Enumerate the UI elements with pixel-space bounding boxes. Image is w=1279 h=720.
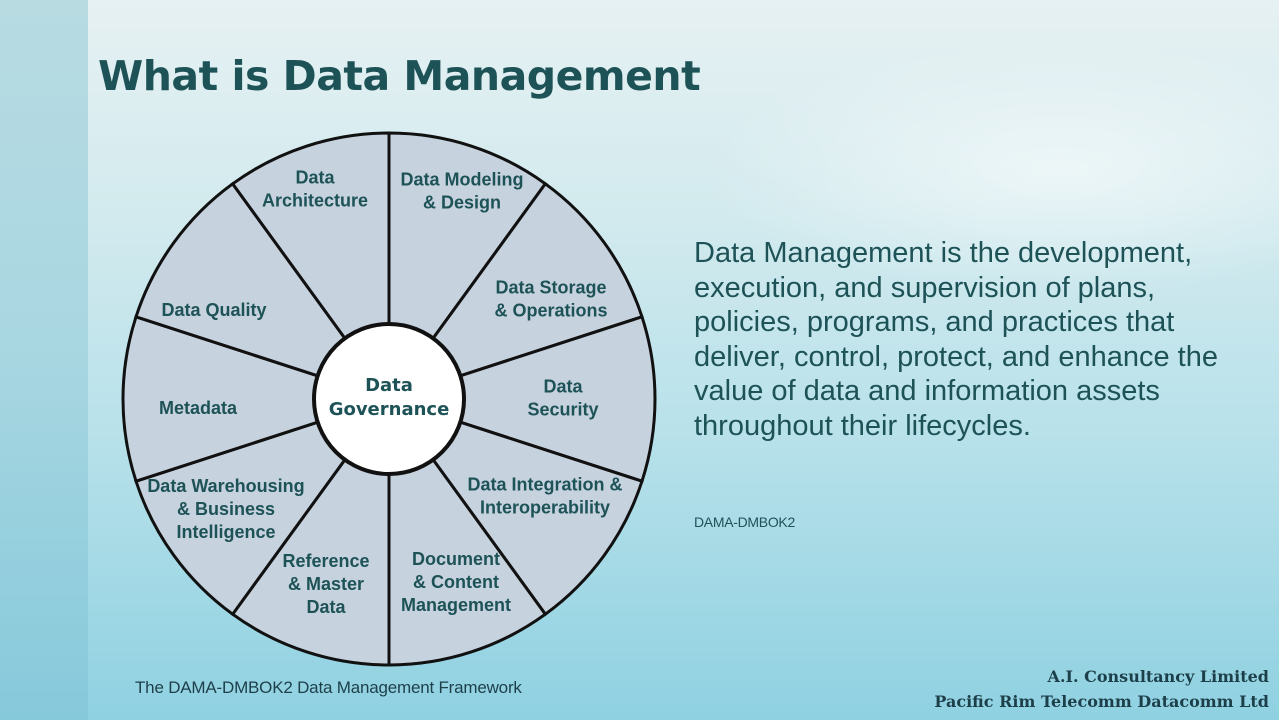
segment-label-data-security-line-1: Data	[543, 377, 583, 397]
segment-label-data-quality-line-1: Data Quality	[161, 300, 266, 320]
framework-caption: The DAMA-DMBOK2 Data Management Framewor…	[135, 678, 522, 697]
segment-label-document-content-management-line-3: Management	[401, 595, 511, 615]
segment-label-reference-master-data-line-2: & Master	[288, 574, 364, 594]
segment-label-reference-master-data-line-1: Reference	[282, 551, 369, 571]
segment-label-data-warehousing-bi-line-3: Intelligence	[176, 522, 275, 542]
segment-label-reference-master-data-line-3: Data	[306, 597, 346, 617]
segment-label-data-architecture-line-1: Data	[295, 168, 335, 188]
segment-label-data-storage-operations-line-2: & Operations	[494, 301, 607, 321]
segment-label-document-content-management-line-2: & Content	[413, 572, 499, 592]
segment-label-metadata-line-1: Metadata	[159, 398, 238, 418]
data-governance-hub	[312, 322, 466, 476]
segment-label-data-warehousing-bi-line-1: Data Warehousing	[147, 476, 304, 496]
segment-label-data-integration-interoperability-line-2: Interoperability	[480, 498, 610, 518]
segment-label-data-integration-interoperability-line-1: Data Integration &	[467, 475, 622, 495]
segment-label-data-warehousing-bi-line-2: & Business	[177, 499, 275, 519]
hub-label-line-1: Data	[365, 375, 413, 396]
background-band	[0, 0, 88, 720]
source-citation: DAMA-DMBOK2	[694, 514, 795, 530]
hub-label-line-2: Governance	[329, 399, 450, 420]
slide-title: What is Data Management	[98, 52, 701, 100]
segment-label-data-architecture-line-2: Architecture	[262, 191, 368, 211]
segment-label-data-modeling-design-line-1: Data Modeling	[400, 170, 523, 190]
organization-name-1: A.I. Consultancy Limited	[1047, 667, 1269, 686]
segment-label-data-modeling-design-line-2: & Design	[423, 193, 501, 213]
segment-label-data-security-line-2: Security	[527, 400, 598, 420]
organization-name-2: Pacific Rim Telecomm Datacomm Ltd	[934, 692, 1269, 711]
definition-text: Data Management is the development, exec…	[694, 237, 1218, 442]
segment-label-data-storage-operations-line-1: Data Storage	[495, 278, 606, 298]
segment-label-document-content-management-line-1: Document	[412, 549, 500, 569]
background-mist	[700, 40, 1279, 300]
